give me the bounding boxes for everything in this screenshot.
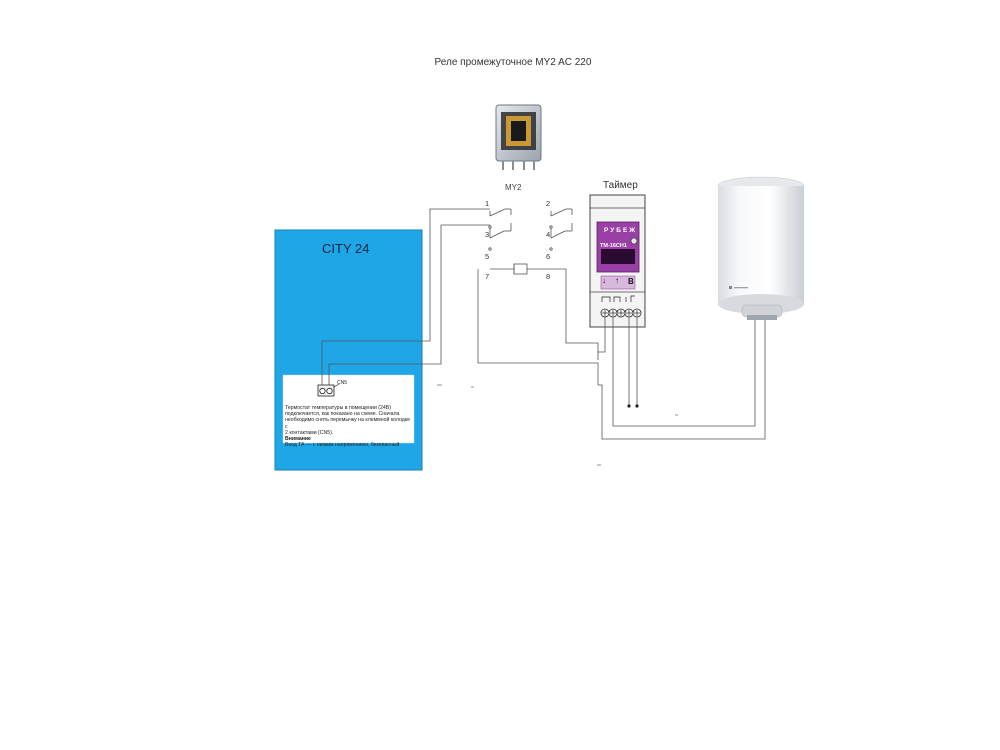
note-line: Термостат температуры в помещении (24В) (285, 405, 391, 411)
timer-up-button: ↑ (615, 276, 619, 285)
timer-down-button: ↓ (602, 276, 606, 285)
diagram-title: Реле промежуточное MY2 AC 220 (434, 57, 592, 68)
relay-pin-1: 1 (485, 199, 490, 208)
relay-pin-6: 6 (546, 252, 551, 261)
relay-contact-schematic (488, 208, 573, 275)
relay-pin-8: 8 (546, 272, 551, 281)
boiler-name: CITY 24 (322, 241, 370, 256)
relay-pin-2: 2 (546, 199, 551, 208)
timer-model: ТМ-16СН1 (600, 243, 627, 249)
relay-pin-5: 5 (485, 252, 490, 261)
relay-name-label: MY2 (505, 183, 522, 192)
relay-pin-4: 4 (546, 230, 551, 239)
boiler-manual-note: Термостат температуры в помещении (24В) … (285, 405, 413, 448)
water-heater-image (717, 176, 805, 320)
warning-text: Вход ТА — с низким напряжением, безопасн… (285, 442, 400, 449)
relay-pin-3: 3 (485, 230, 490, 239)
note-line: необходимо снять перемычку на клеммной к… (285, 417, 411, 430)
stray-marks (437, 384, 678, 466)
timer-brand-display: РУБЕЖ (604, 227, 638, 234)
note-line: подключается, как показано на схеме. Сна… (285, 411, 400, 418)
note-line: 2 контактами (CN5). (285, 429, 334, 436)
timer-label: Таймер (603, 180, 638, 191)
timer-v-button: В (628, 277, 634, 286)
wiring (321, 208, 766, 440)
relay-my2-image (495, 104, 542, 170)
relay-pin-7: 7 (485, 272, 490, 281)
terminal-block-cn5 (317, 383, 340, 397)
warning-title: Внимание (285, 436, 311, 443)
connector-label: CN5 (337, 380, 348, 386)
timer-device (589, 194, 646, 328)
boiler-manual-excerpt (282, 374, 415, 444)
wire-terminals (627, 404, 639, 408)
